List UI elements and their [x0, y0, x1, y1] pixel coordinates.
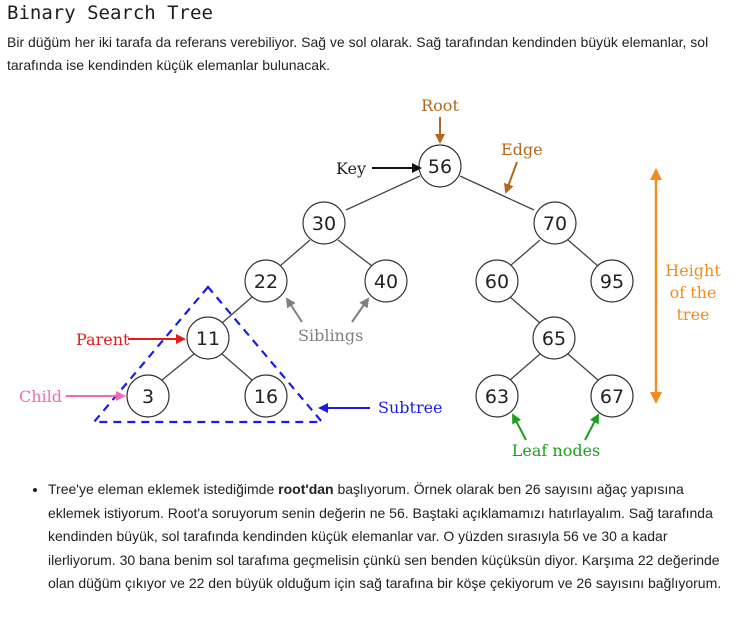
tree-node-63: 63 — [475, 374, 519, 418]
explanation-bold-root: root'dan — [278, 481, 334, 497]
tree-node-60: 60 — [475, 259, 519, 303]
leaf-arrow-left — [512, 413, 527, 441]
tree-node-67: 67 — [590, 374, 634, 418]
node-label-22: 22 — [254, 271, 278, 293]
root-label: Root — [421, 96, 459, 115]
tree-node-65: 65 — [532, 316, 576, 360]
node-label-40: 40 — [374, 271, 398, 293]
child-label: Child — [19, 387, 62, 406]
edge-56-30 — [345, 175, 421, 211]
intro-paragraph: Bir düğüm her iki tarafa da referans ver… — [7, 34, 709, 73]
node-label-16: 16 — [254, 386, 278, 408]
node-label-56: 56 — [428, 156, 452, 178]
tree-node-3: 3 — [126, 374, 170, 418]
node-label-95: 95 — [600, 271, 624, 293]
tree-node-56: 56 — [418, 144, 462, 188]
tree-node-11: 11 — [186, 316, 230, 360]
binary-search-tree-diagram: 56 30 70 22 40 60 95 11 65 3 16 63 67 Ro… — [19, 96, 721, 460]
tree-node-16: 16 — [244, 374, 288, 418]
leaf-nodes-label: Leaf nodes — [512, 441, 601, 460]
siblings-arrow-left — [285, 297, 303, 323]
edge-label: Edge — [501, 140, 543, 159]
edge-70-60 — [509, 239, 541, 267]
tree-nodes: 56 30 70 22 40 60 95 11 65 3 16 63 67 — [126, 144, 634, 418]
tree-node-70: 70 — [533, 201, 577, 245]
explanation-list: Tree'ye eleman eklemek istediğimde root'… — [0, 478, 735, 596]
subtree-triangle — [91, 285, 325, 424]
explanation-text-rest: başlıyorum. Örnek olarak ben 26 sayısını… — [48, 481, 722, 591]
edge-arrow — [504, 161, 518, 194]
tree-edges — [161, 175, 599, 381]
node-label-70: 70 — [543, 213, 567, 235]
tree-node-40: 40 — [364, 259, 408, 303]
node-label-65: 65 — [542, 328, 566, 350]
height-label-line-1: Height — [665, 261, 721, 280]
key-label: Key — [336, 159, 366, 178]
parent-label: Parent — [76, 330, 130, 349]
siblings-label: Siblings — [298, 326, 363, 345]
node-label-30: 30 — [312, 213, 336, 235]
tree-node-95: 95 — [590, 259, 634, 303]
node-label-67: 67 — [600, 386, 624, 408]
subtree-label: Subtree — [378, 398, 443, 417]
edge-60-65 — [509, 296, 541, 324]
node-label-63: 63 — [485, 386, 509, 408]
node-label-3: 3 — [142, 386, 154, 408]
edge-22-11 — [221, 296, 253, 324]
node-label-11: 11 — [196, 328, 220, 350]
edge-11-3 — [161, 353, 195, 381]
explanation-text-start: Tree'ye eleman eklemek istediğimde — [48, 481, 279, 497]
siblings-arrow-right — [351, 297, 370, 323]
height-label-line-2: of the — [670, 283, 717, 302]
page-title: Binary Search Tree — [7, 2, 213, 24]
tree-node-30: 30 — [302, 201, 346, 245]
edge-65-67 — [567, 353, 599, 381]
edge-70-95 — [567, 239, 599, 267]
edge-56-70 — [459, 175, 535, 211]
leaf-arrow-right — [584, 413, 599, 441]
edge-30-22 — [279, 239, 311, 267]
height-label-line-3: tree — [676, 305, 709, 324]
tree-node-22: 22 — [244, 259, 288, 303]
explanation-item: Tree'ye eleman eklemek istediğimde root'… — [48, 478, 735, 596]
node-label-60: 60 — [485, 271, 509, 293]
edge-65-63 — [509, 353, 541, 381]
edge-11-16 — [221, 353, 253, 381]
edge-30-40 — [337, 239, 373, 267]
